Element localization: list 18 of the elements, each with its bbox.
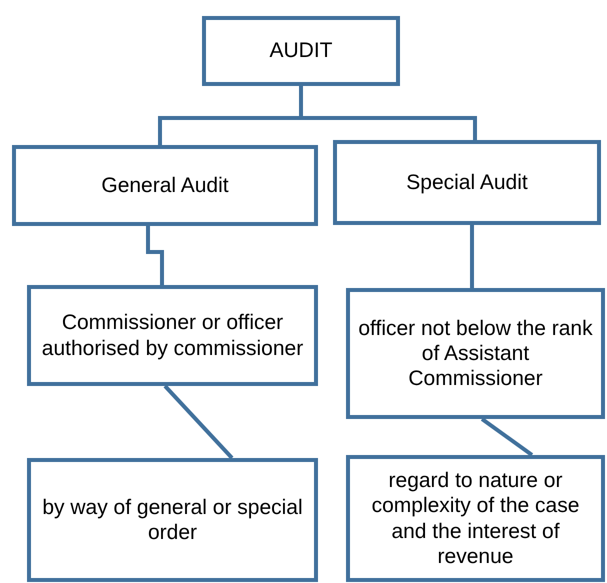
connector-line	[146, 226, 164, 285]
process-box	[27, 285, 318, 386]
process-box	[346, 288, 605, 419]
process-box	[27, 458, 318, 582]
process-box	[346, 455, 605, 582]
box-label: General Audit	[101, 172, 229, 198]
process-box	[202, 16, 400, 86]
box-label: AUDIT	[270, 38, 332, 64]
process-box	[333, 140, 601, 225]
box-label: Special Audit	[406, 170, 528, 196]
box-label: regard to nature or complexity of the case and the interest of revenue	[370, 468, 580, 569]
connector-line	[164, 384, 234, 460]
connector-line	[470, 225, 474, 288]
connector-line	[480, 417, 534, 457]
process-box	[12, 145, 318, 226]
box-label: Commissioner or officer authorised by commissioner	[40, 310, 304, 361]
box-label: officer not below the rank of Assistant Commissioner	[357, 316, 594, 392]
box-label: by way of general or special order	[41, 494, 304, 546]
